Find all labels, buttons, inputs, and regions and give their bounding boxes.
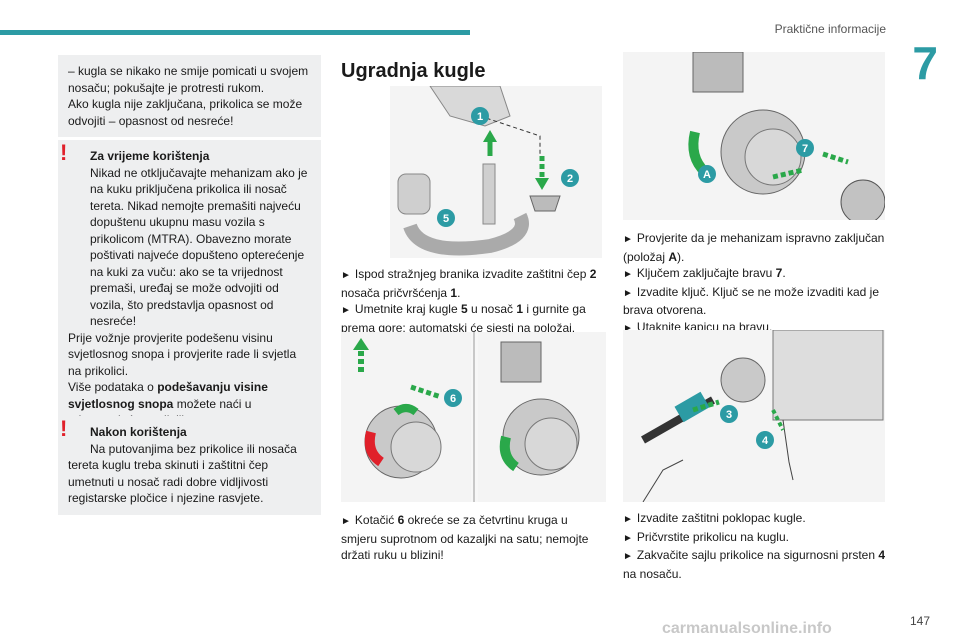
warning-title: Za vrijeme korištenja bbox=[90, 149, 210, 163]
svg-text:2: 2 bbox=[567, 173, 573, 185]
chapter-number: 7 bbox=[912, 37, 938, 89]
illustration-lock-svg: 7 A bbox=[623, 51, 886, 225]
callout-A bbox=[698, 165, 716, 183]
callout-7 bbox=[796, 139, 814, 157]
svg-text:4: 4 bbox=[762, 435, 769, 447]
warning-title: Nakon korištenja bbox=[90, 425, 187, 439]
watermark: carmanualsonline.info bbox=[662, 620, 832, 637]
instructions-connect: ►Izvadite zaštitni poklopac kugle. ►Prič… bbox=[623, 511, 886, 581]
svg-text:3: 3 bbox=[726, 409, 732, 421]
warning-box-during-use: ! Za vrijeme korištenja Nikad ne otključ… bbox=[58, 140, 321, 437]
svg-text:1: 1 bbox=[477, 111, 483, 123]
header-accent-bar bbox=[0, 30, 470, 35]
callout-5 bbox=[437, 209, 455, 227]
warning-body-3: Više podataka o podešavanju visine svjet… bbox=[68, 380, 268, 427]
page-number: 147 bbox=[909, 614, 930, 628]
warning-body-1: Nikad ne otključavajte mehanizam ako je … bbox=[90, 165, 308, 329]
page-heading: Ugradnja kugle bbox=[341, 60, 486, 82]
callout-6 bbox=[444, 389, 462, 407]
instructions-wheel: ►Kotačić 6 okreće se za četvrtinu kruga … bbox=[341, 513, 589, 562]
check-text-1: – kugla se nikako ne smije pomicati u sv… bbox=[68, 64, 309, 95]
warning-body-2: Prije vožnje provjerite podešenu visinu … bbox=[68, 330, 297, 378]
illustration-wheel-turn-svg: 6 bbox=[341, 332, 606, 502]
instructions-insert: ►Ispod stražnjeg branika izvadite zaštit… bbox=[341, 267, 597, 335]
illustration-insert-ball: 1 2 5 bbox=[390, 85, 602, 258]
callout-3 bbox=[720, 405, 738, 423]
info-box-check: – kugla se nikako ne smije pomicati u sv… bbox=[58, 55, 321, 137]
check-text-2: Ako kugla nije zaključana, prikolica se … bbox=[68, 97, 303, 128]
callout-2 bbox=[561, 169, 579, 187]
warning-icon: ! bbox=[60, 140, 68, 165]
warning-icon: ! bbox=[60, 416, 68, 441]
warning-box-after-use: ! Nakon korištenja Na putovanjima bez pr… bbox=[58, 416, 321, 515]
section-title: Praktične informacije bbox=[774, 22, 886, 36]
link-headlamp-adjustment: podešavanju visine svjetlosnog snopa bbox=[68, 380, 268, 411]
svg-text:7: 7 bbox=[802, 143, 808, 155]
callout-1 bbox=[471, 107, 489, 125]
illustration-wheel-turn: 6 bbox=[341, 332, 606, 502]
illustration-insert-ball-svg: 1 2 5 bbox=[390, 85, 602, 258]
illustration-connect-trailer-svg: 3 4 bbox=[623, 329, 885, 503]
instructions-lock: ►Provjerite da je mehanizam ispravno zak… bbox=[623, 231, 885, 334]
callout-4 bbox=[756, 431, 774, 449]
svg-text:5: 5 bbox=[443, 213, 449, 225]
illustration-connect-trailer: 3 4 bbox=[623, 329, 885, 503]
svg-text:A: A bbox=[703, 169, 711, 181]
warning-body: Na putovanjima bez prikolice ili nosača … bbox=[68, 441, 297, 506]
illustration-lock: 7 A bbox=[623, 51, 886, 225]
svg-text:6: 6 bbox=[450, 393, 456, 405]
